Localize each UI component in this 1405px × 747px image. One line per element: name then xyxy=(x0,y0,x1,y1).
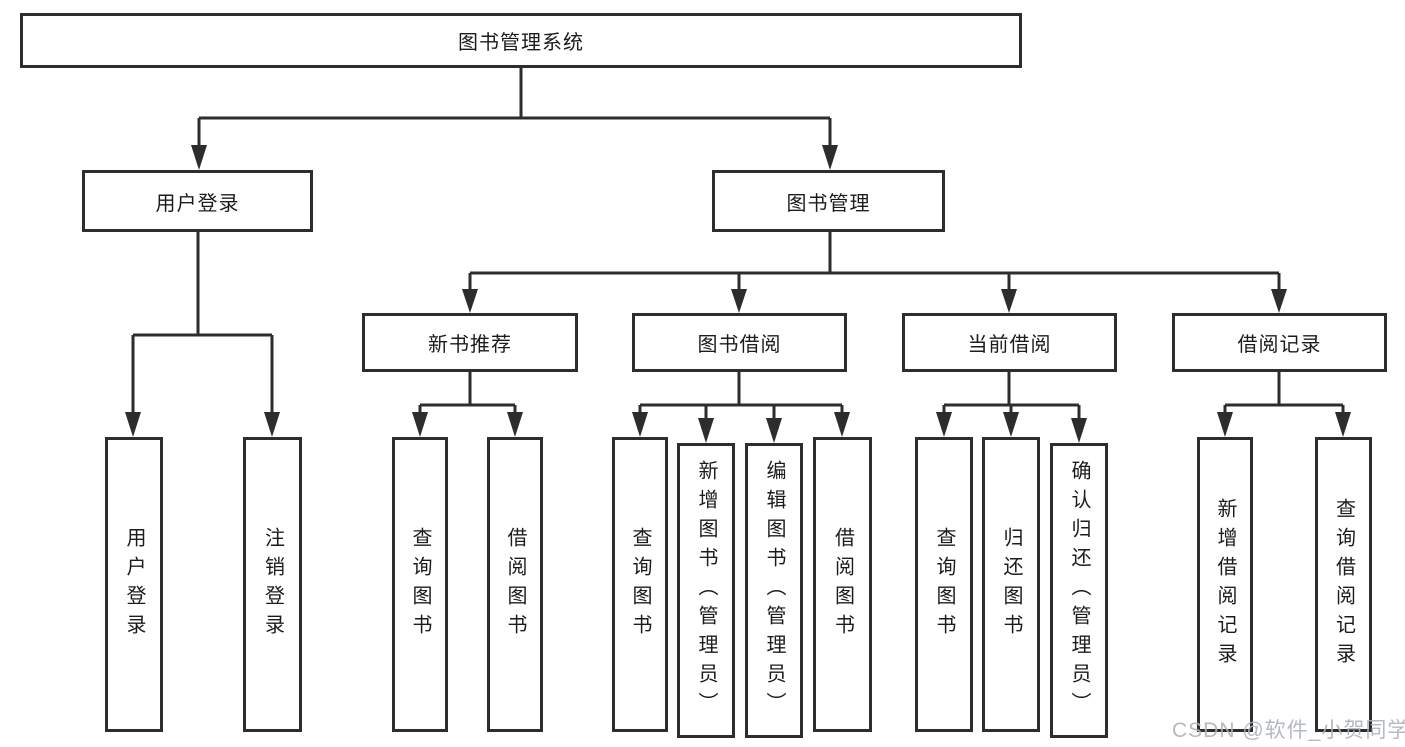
node-label: 图书管理系统 xyxy=(458,32,584,54)
leaf-add-borrow-record: 新增借阅记录 xyxy=(1197,437,1253,732)
node-label: 图书管理 xyxy=(786,192,871,215)
node-label: 借阅图书 xyxy=(504,526,526,643)
node-book-borrowing: 图书借阅 xyxy=(632,313,847,372)
node-label: 借阅图书 xyxy=(831,526,854,643)
node-label: 注销登录 xyxy=(261,526,284,643)
leaf-confirm-return-admin: 确认归还（管理员） xyxy=(1050,443,1108,738)
node-label: 新增图书（管理员） xyxy=(695,460,717,721)
leaf-query-borrow-record: 查询借阅记录 xyxy=(1315,437,1372,732)
leaf-query-books-1: 查询图书 xyxy=(392,437,448,732)
node-label: 编辑图书（管理员） xyxy=(763,460,785,721)
node-label: 查询图书 xyxy=(409,526,431,643)
connector-strokes xyxy=(131,68,1345,420)
node-book-management: 图书管理 xyxy=(712,170,945,232)
leaf-edit-books-admin: 编辑图书（管理员） xyxy=(745,443,803,738)
connector-arrowheads xyxy=(125,145,1351,443)
leaf-borrow-books-1: 借阅图书 xyxy=(487,437,543,732)
node-label: 新书推荐 xyxy=(428,334,512,356)
node-label: 借阅记录 xyxy=(1237,334,1322,356)
leaf-return-books: 归还图书 xyxy=(982,437,1040,732)
node-new-book-recommendation: 新书推荐 xyxy=(362,313,578,372)
node-label: 用户登录 xyxy=(155,192,240,215)
leaf-query-books-3: 查询图书 xyxy=(915,437,973,732)
leaf-user-login: 用户登录 xyxy=(105,437,163,732)
node-label: 查询图书 xyxy=(629,526,651,643)
node-book-management-system: 图书管理系统 xyxy=(20,13,1022,68)
node-label: 图书借阅 xyxy=(697,334,782,356)
node-label: 当前借阅 xyxy=(967,334,1052,356)
csdn-watermark: CSDN @软件_小贺同学 xyxy=(1172,719,1405,742)
leaf-borrow-books-2: 借阅图书 xyxy=(813,437,872,732)
leaf-logout: 注销登录 xyxy=(243,437,302,732)
node-label: 新增借阅记录 xyxy=(1214,497,1236,672)
node-label: 用户登录 xyxy=(123,526,145,643)
leaf-add-books-admin: 新增图书（管理员） xyxy=(677,443,735,738)
node-borrowing-records: 借阅记录 xyxy=(1172,313,1387,372)
node-label: 查询图书 xyxy=(933,526,955,643)
node-current-borrowing: 当前借阅 xyxy=(902,313,1117,372)
node-label: 查询借阅记录 xyxy=(1332,497,1355,672)
leaf-query-books-2: 查询图书 xyxy=(612,437,668,732)
node-user-login: 用户登录 xyxy=(82,170,313,232)
node-label: 归还图书 xyxy=(1000,526,1022,643)
node-label: 确认归还（管理员） xyxy=(1068,460,1090,721)
